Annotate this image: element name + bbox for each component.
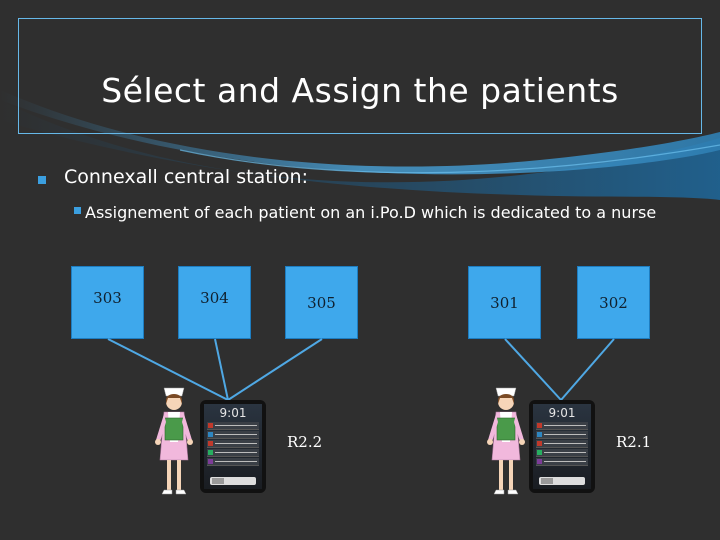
notification-item [207,422,259,430]
title-box: Sélect and Assign the patients [18,18,702,134]
ipod-device-left: 9:01 [200,400,266,493]
room-box-303: 303 [71,266,144,339]
phone-time: 9:01 [219,406,247,420]
ipod-screen: 9:01 [533,404,591,489]
bullet-marker-2 [74,207,81,214]
room-box-305: 305 [285,266,358,339]
notification-item [207,431,259,439]
notification-item [207,440,259,448]
room-box-304: 304 [178,266,251,339]
unlock-slider [210,477,256,485]
ipod-screen: 9:01 [204,404,262,489]
phone-time: 9:01 [548,406,576,420]
connector-301 [504,338,562,401]
room-box-301: 301 [468,266,541,339]
room-label-305: 305 [307,294,336,312]
ward-label-right: R2.1 [616,433,652,451]
unlock-slider [539,477,585,485]
connector-304 [214,338,229,401]
room-label-301: 301 [490,294,519,312]
notification-item [207,449,259,457]
notification-item [536,422,588,430]
connector-302 [560,338,615,401]
nurse-icon [155,387,193,495]
room-box-302: 302 [577,266,650,339]
room-label-304: 304 [200,289,229,307]
ward-label-left: R2.2 [287,433,323,451]
nurse-icon [487,387,525,495]
notification-item [536,431,588,439]
notification-item [536,449,588,457]
room-label-303: 303 [93,289,122,307]
bullet-marker-1 [38,176,46,184]
bullet-text-1: Connexall central station: [64,166,309,188]
notification-item [536,440,588,448]
room-label-302: 302 [599,294,628,312]
slide-title: Sélect and Assign the patients [101,71,619,110]
ipod-device-right: 9:01 [529,400,595,493]
connector-305 [227,338,323,401]
bullet-text-2: Assignement of each patient on an i.Po.D… [85,203,657,222]
notification-item [207,458,259,466]
notification-item [536,458,588,466]
connector-303 [107,338,229,401]
